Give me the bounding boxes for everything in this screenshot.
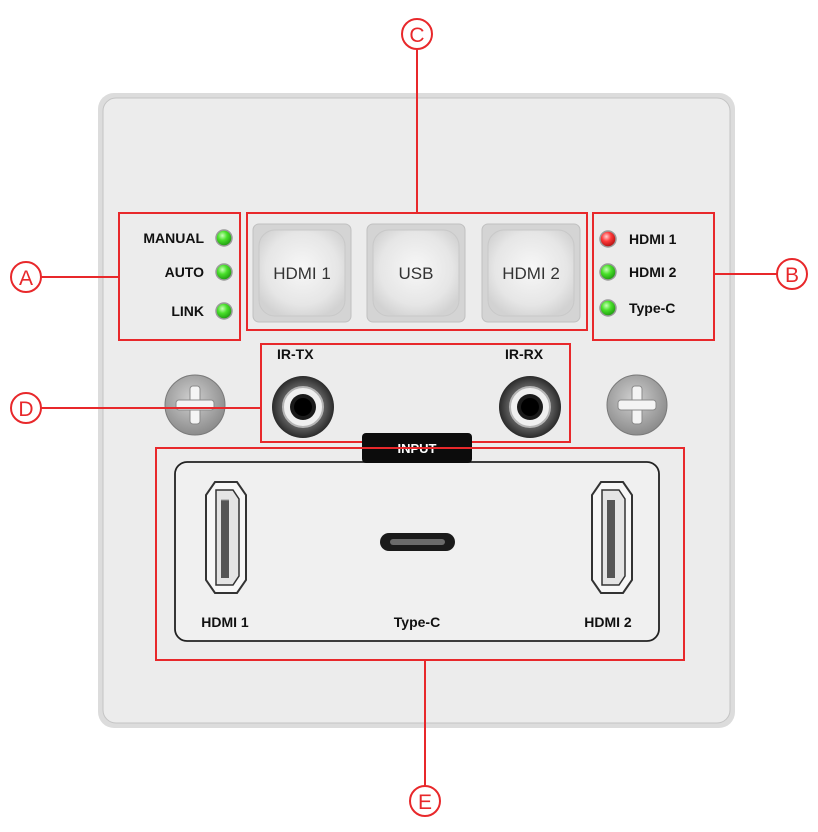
- input-port-group: INPUT HDMI 1 Type-C HDMI 2: [155, 433, 685, 661]
- callout-a-label: A: [19, 267, 33, 290]
- input-port-typec-label: Type-C: [394, 614, 440, 630]
- callout-box-e: [155, 447, 685, 661]
- led-auto-icon: [215, 263, 233, 281]
- callout-d: D: [10, 392, 261, 424]
- ir-tx-jack-icon[interactable]: [272, 376, 334, 438]
- screw-right-icon: [606, 374, 668, 436]
- source-button-hdmi1[interactable]: HDMI 1: [252, 223, 352, 323]
- callout-d-label: D: [18, 398, 33, 421]
- ir-port-group: IR-TX IR-RX: [260, 343, 571, 443]
- source-button-group: HDMI 1 USB HDMI 2: [246, 212, 588, 331]
- callout-e: E: [409, 660, 441, 817]
- callout-b-label: B: [785, 264, 799, 287]
- mode-label-manual: MANUAL: [143, 230, 204, 246]
- input-port-hdmi1-label: HDMI 1: [201, 614, 249, 630]
- callout-e-label: E: [418, 791, 432, 814]
- ir-rx-label: IR-RX: [505, 346, 544, 362]
- source-button-hdmi2[interactable]: HDMI 2: [481, 223, 581, 323]
- led-manual-icon: [215, 229, 233, 247]
- source-indicator-hdmi1-label: HDMI 1: [629, 231, 677, 247]
- led-hdmi1-icon: [599, 230, 617, 248]
- callout-c: C: [401, 18, 433, 213]
- source-button-usb-label: USB: [399, 264, 434, 283]
- typec-port-icon[interactable]: [380, 533, 455, 551]
- hdmi2-port-icon[interactable]: [591, 481, 633, 594]
- mode-label-auto: AUTO: [165, 264, 205, 280]
- callout-a: A: [10, 261, 119, 293]
- ir-tx-label: IR-TX: [277, 346, 314, 362]
- source-button-usb[interactable]: USB: [366, 223, 466, 323]
- screw-left-icon: [164, 374, 226, 436]
- callout-box-b: [592, 212, 715, 341]
- source-indicator-hdmi2-label: HDMI 2: [629, 264, 677, 280]
- source-indicator-typec-label: Type-C: [629, 300, 675, 316]
- led-link-icon: [215, 302, 233, 320]
- mode-label-link: LINK: [171, 303, 204, 319]
- input-port-hdmi2-label: HDMI 2: [584, 614, 632, 630]
- source-indicator-group: HDMI 1 HDMI 2 Type-C: [592, 212, 715, 341]
- mode-indicator-group: MANUAL AUTO LINK: [118, 212, 241, 341]
- led-hdmi2-icon: [599, 263, 617, 281]
- source-button-hdmi2-label: HDMI 2: [502, 264, 560, 283]
- led-typec-icon: [599, 299, 617, 317]
- ir-rx-jack-icon[interactable]: [499, 376, 561, 438]
- source-button-hdmi1-label: HDMI 1: [273, 264, 331, 283]
- hdmi1-port-icon[interactable]: [205, 481, 247, 594]
- callout-c-label: C: [409, 24, 424, 47]
- callout-b: B: [714, 258, 808, 290]
